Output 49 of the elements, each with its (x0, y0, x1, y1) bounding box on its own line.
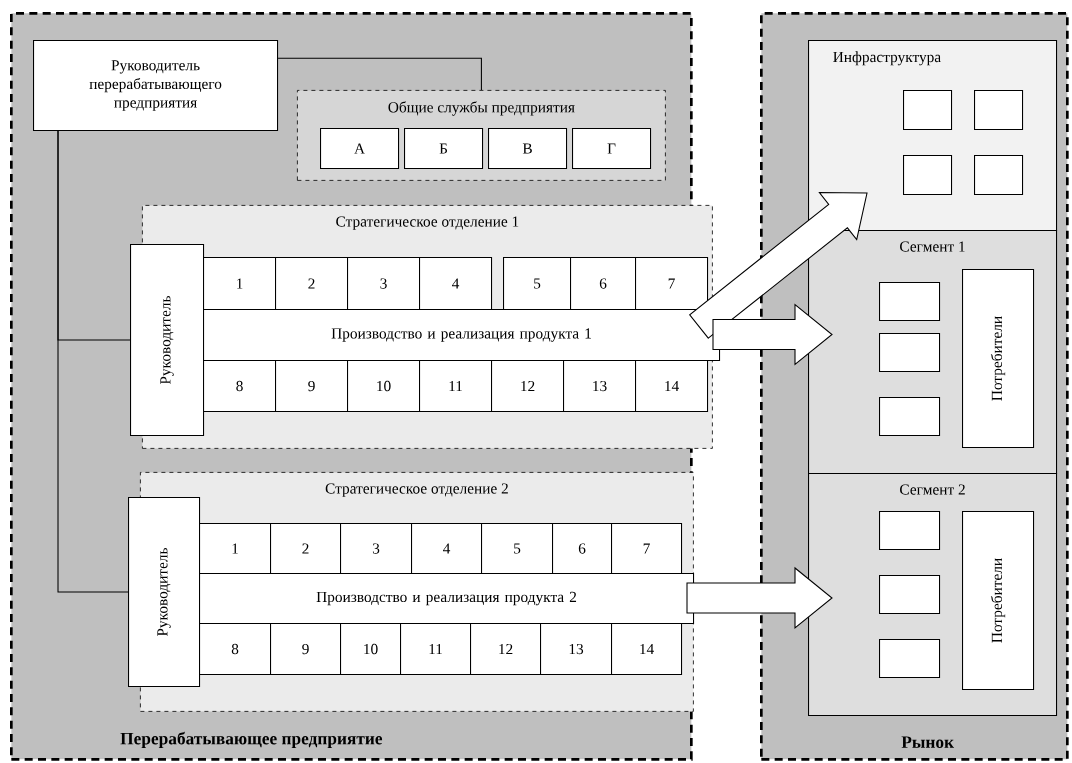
function-cell: 13 (563, 360, 637, 413)
function-cell: 8 (199, 623, 272, 676)
empty-box (903, 90, 953, 131)
service-box: Г (572, 128, 652, 170)
empty-box (879, 575, 941, 615)
function-cell: 12 (491, 360, 565, 413)
empty-box (974, 155, 1024, 196)
service-box: А (320, 128, 400, 170)
function-cell: 7 (611, 523, 683, 575)
function-cell: 9 (270, 623, 342, 676)
function-cell: 4 (411, 523, 483, 575)
function-cell: 2 (270, 523, 342, 575)
function-cell: 11 (400, 623, 472, 676)
function-cell: 3 (340, 523, 413, 575)
empty-box (879, 511, 941, 551)
function-cell: 1 (199, 523, 272, 575)
block-arrow (686, 566, 833, 630)
empty-box (879, 333, 941, 373)
service-box: Б (404, 128, 484, 170)
empty-box (879, 282, 941, 322)
function-cell: 10 (347, 360, 421, 413)
function-cell: 9 (275, 360, 349, 413)
function-cell: 8 (203, 360, 277, 413)
empty-box (879, 639, 941, 679)
block-arrow (712, 303, 833, 366)
function-cell: 3 (347, 257, 421, 311)
function-cell: 2 (275, 257, 349, 311)
function-cell: 6 (570, 257, 637, 311)
function-cell: 5 (503, 257, 572, 311)
connector-line (277, 57, 482, 91)
function-cell: 1 (203, 257, 277, 311)
function-cell: 14 (635, 360, 709, 413)
function-cell: 5 (481, 523, 554, 575)
manager-box: Руководитель перерабатывающего предприятия (33, 40, 279, 132)
function-cell: 11 (419, 360, 493, 413)
function-cell: 6 (552, 523, 613, 575)
function-cell: 13 (540, 623, 613, 676)
consumers-box: Потребители (962, 511, 1035, 691)
function-cell: 12 (470, 623, 542, 676)
empty-box (879, 397, 941, 437)
function-cell: 7 (635, 257, 709, 311)
empty-box (903, 155, 953, 196)
service-box: В (488, 128, 568, 170)
function-cell: 4 (419, 257, 493, 311)
function-cell: 10 (340, 623, 402, 676)
consumers-box: Потребители (962, 269, 1035, 449)
connector-line (57, 130, 129, 593)
empty-box (974, 90, 1024, 131)
function-cell: 14 (611, 623, 683, 676)
